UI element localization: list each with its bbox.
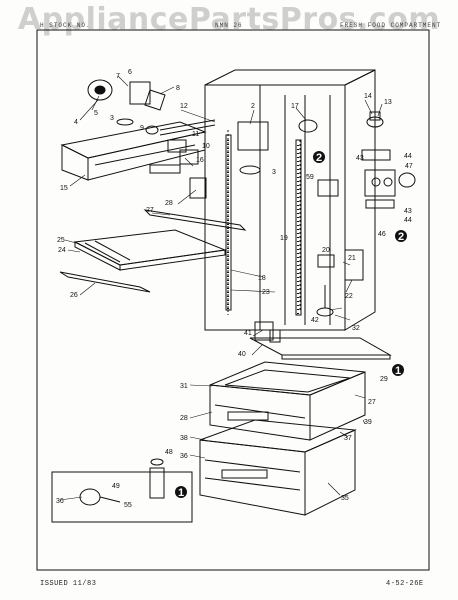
callout-39: 39	[364, 419, 372, 426]
header-section-title: FRESH FOOD COMPARTMENT	[340, 22, 442, 29]
callout-48: 48	[165, 449, 173, 456]
inset-detail-box	[51, 458, 193, 523]
callout-21: 21	[348, 255, 356, 262]
callout-17: 17	[291, 103, 299, 110]
callout-36: 36	[180, 453, 188, 460]
callout-9: 9	[140, 125, 144, 132]
door-hardware	[361, 149, 416, 209]
callout-5: 5	[94, 110, 98, 117]
control-housing	[60, 121, 207, 181]
callout-55: 55	[124, 502, 132, 509]
callout-20: 20	[322, 247, 330, 254]
light-assembly	[145, 125, 207, 199]
callout-7: 7	[116, 73, 120, 80]
callout-19: 19	[280, 235, 288, 242]
callout-34: 32	[352, 325, 360, 332]
callout-49: 49	[112, 483, 120, 490]
cabinet-liner	[204, 69, 376, 331]
crisper-cover	[249, 337, 392, 360]
svg-text:1: 1	[395, 365, 401, 377]
callout-57: 59	[306, 174, 314, 181]
header-model-number: NMN 26	[215, 22, 243, 29]
callout-11: 11	[192, 131, 199, 138]
callout-29: 29	[380, 376, 388, 383]
cold-control	[237, 121, 269, 175]
callout-27: 27	[146, 207, 154, 214]
base-brackets	[254, 321, 281, 343]
callout-40: 40	[238, 351, 246, 358]
callout-6: 6	[128, 69, 132, 76]
callout-18: 18	[258, 275, 266, 282]
callout-35: 35	[341, 495, 349, 502]
hinge-and-supports	[298, 119, 364, 317]
shelf-trims	[59, 209, 247, 293]
callout-10: 10	[202, 143, 210, 150]
callout-44: 44	[404, 217, 412, 224]
callout-28: 28	[165, 200, 173, 207]
callout-37: 37	[344, 435, 352, 442]
callout-22: 22	[345, 293, 353, 300]
diagram-border	[36, 29, 430, 571]
callout-43: 43	[404, 208, 412, 215]
callout-3-top: 3	[110, 115, 114, 122]
light-socket	[366, 111, 384, 128]
callout-47: 47	[405, 163, 413, 170]
callout-36-inset: 36	[56, 498, 64, 505]
callout-23: 23	[262, 289, 270, 296]
callout-4: 4	[74, 119, 78, 126]
crisper-pan-lower	[199, 419, 357, 516]
callout-46: 46	[378, 231, 386, 238]
callout-33: 31	[180, 383, 188, 390]
callout-41: 41	[244, 330, 252, 337]
svg-text:2: 2	[316, 152, 322, 164]
svg-text:2: 2	[398, 231, 404, 243]
callout-26: 26	[70, 292, 78, 299]
callout-31: 27	[368, 399, 376, 406]
callout-8: 8	[176, 85, 180, 92]
watermark-text: AppliancePartsPros.com	[17, 2, 441, 37]
callout-14: 14	[364, 93, 372, 100]
svg-text:1: 1	[178, 487, 184, 499]
callout-38: 38	[180, 435, 188, 442]
callout-numbers: 6 7 8 5 4 3 12 2 13 14 17 9 10 11 16 15 …	[56, 69, 413, 509]
callout-15: 15	[60, 185, 68, 192]
leader-lines	[59, 75, 383, 501]
shelf-ladders	[225, 134, 302, 316]
header-model-label: H STOCK NO.	[40, 22, 91, 29]
callout-16: 16	[196, 157, 204, 164]
glass-shelf	[73, 229, 227, 271]
callout-12: 12	[180, 103, 188, 110]
callout-3: 3	[272, 169, 276, 176]
reference-badges: 2 2 1 1	[175, 151, 407, 499]
damper-assembly	[87, 79, 216, 136]
callout-2: 2	[251, 103, 255, 110]
callout-44-top: 44	[404, 153, 412, 160]
page-code: 4-52-26E	[386, 580, 424, 588]
callout-24: 24	[58, 247, 66, 254]
callout-32: 28	[180, 415, 188, 422]
issued-date: ISSUED 11/83	[40, 580, 97, 588]
callout-25: 25	[57, 237, 65, 244]
callout-43-top: 43	[356, 155, 364, 162]
callout-13: 13	[384, 99, 392, 106]
callout-42: 42	[311, 317, 319, 324]
